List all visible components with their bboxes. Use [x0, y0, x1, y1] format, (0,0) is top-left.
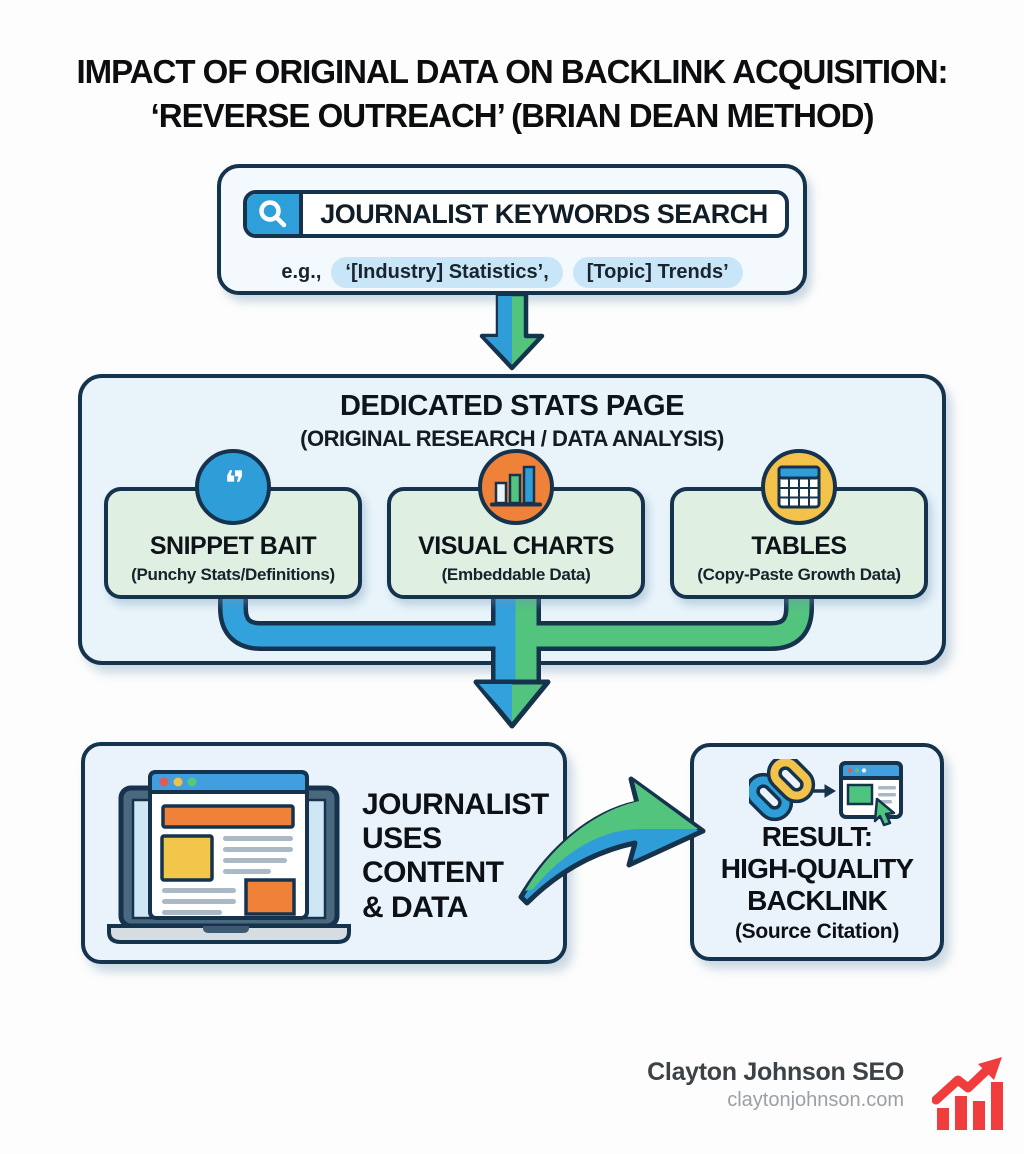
stats-page-subheading: (ORIGINAL RESEARCH / DATA ANALYSIS) — [300, 426, 724, 451]
card-snippet-bait-title: SNIPPET BAIT — [149, 532, 317, 561]
journalist-uses-content-box: JOURNALIST USES CONTENT & DATA — [81, 742, 567, 964]
page-title-line2: ‘REVERSE OUTREACH’ (BRIAN DEAN METHOD) — [150, 97, 875, 135]
footer-website[interactable]: claytonjohnson.com — [727, 1089, 904, 1111]
journalist-uses-content-label: JOURNALIST USES CONTENT & DATA — [362, 788, 549, 924]
result-backlink-box: RESULT: HIGH-QUALITY BACKLINK (Source Ci… — [690, 743, 944, 961]
card-snippet-bait: SNIPPET BAIT (Punchy Stats/Definitions) — [104, 487, 362, 599]
search-bar[interactable]: JOURNALIST KEYWORDS SEARCH — [243, 190, 789, 238]
footer-branding: Clayton Johnson SEO claytonjohnson.com — [647, 1058, 904, 1112]
arrow-down-search-to-stats-icon — [479, 292, 545, 371]
quote-icon: ❛❜ — [195, 449, 271, 525]
growth-chart-icon — [932, 1057, 1003, 1130]
search-input[interactable]: JOURNALIST KEYWORDS SEARCH — [320, 198, 768, 229]
page-title-line1: IMPACT OF ORIGINAL DATA ON BACKLINK ACQU… — [76, 53, 948, 90]
browser-click-icon — [839, 761, 903, 827]
search-button[interactable] — [247, 194, 303, 234]
card-tables-subtitle: (Copy-Paste Growth Data) — [697, 564, 901, 584]
result-source-citation: (Source Citation) — [734, 919, 900, 943]
stats-page-heading: DEDICATED STATS PAGE — [340, 390, 684, 422]
card-snippet-bait-subtitle: (Punchy Stats/Definitions) — [131, 564, 335, 584]
footer-brand-name: Clayton Johnson SEO — [647, 1058, 904, 1086]
converging-flow-arrows-icon — [218, 592, 814, 729]
chain-link-icon — [749, 759, 816, 822]
backlink-icons-group — [749, 759, 903, 827]
card-visual-charts-title: VISUAL CHARTS — [418, 532, 614, 561]
card-tables-title: TABLES — [751, 532, 847, 561]
example-pill-industry[interactable]: ‘[Industry] Statistics’, — [331, 256, 563, 288]
bar-chart-icon — [478, 449, 554, 525]
search-examples-row: e.g., ‘[Industry] Statistics’, [Topic] T… — [221, 252, 803, 292]
table-icon — [761, 449, 837, 525]
journalist-search-panel: JOURNALIST KEYWORDS SEARCH e.g., ‘[Indus… — [217, 164, 807, 295]
arrow-right-icon — [813, 784, 836, 798]
examples-prefix: e.g., — [281, 260, 322, 283]
result-backlink-label: RESULT: HIGH-QUALITY BACKLINK (Source Ci… — [694, 821, 940, 944]
curved-arrow-right-icon — [518, 776, 706, 906]
laptop-article-icon — [107, 770, 351, 944]
magnifier-icon — [259, 200, 287, 228]
page-title: IMPACT OF ORIGINAL DATA ON BACKLINK ACQU… — [0, 50, 1024, 138]
card-visual-charts-subtitle: (Embeddable Data) — [441, 564, 591, 584]
example-pill-topic[interactable]: [Topic] Trends’ — [572, 256, 743, 288]
